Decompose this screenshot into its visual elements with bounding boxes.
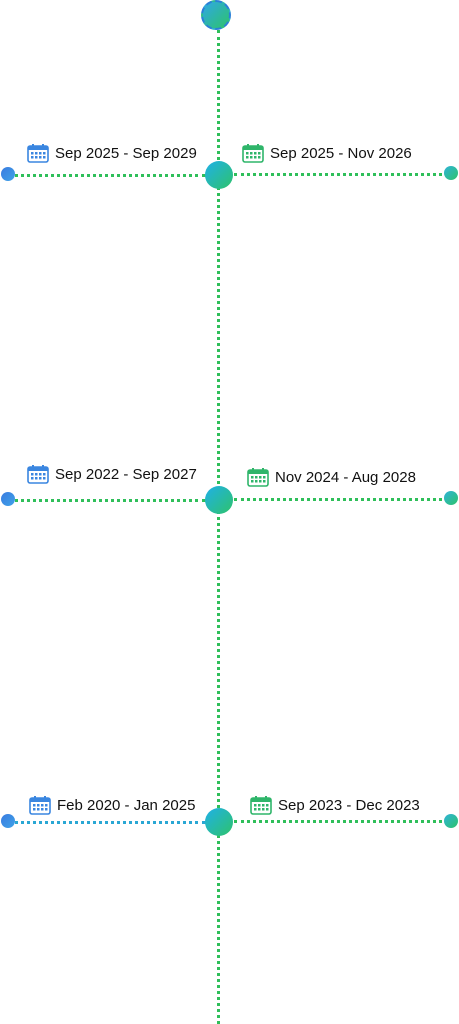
right-date-label: Nov 2024 - Aug 2028 [247, 467, 416, 487]
right-date-label: Sep 2023 - Dec 2023 [250, 795, 420, 815]
calendar-icon [250, 796, 272, 815]
left-connector-line [8, 174, 206, 177]
timeline-node[interactable] [205, 808, 233, 836]
timeline-start-node[interactable] [201, 0, 231, 30]
left-connector-line [8, 499, 206, 502]
left-end-dot[interactable] [1, 167, 15, 181]
right-connector-line [234, 498, 448, 501]
calendar-icon [29, 796, 51, 815]
right-date-label: Sep 2025 - Nov 2026 [242, 143, 412, 163]
left-connector-line [8, 821, 206, 824]
calendar-icon [27, 465, 49, 484]
right-connector-line [234, 820, 448, 823]
right-end-dot[interactable] [444, 166, 458, 180]
left-date-label: Sep 2022 - Sep 2027 [27, 464, 197, 484]
date-range-text: Sep 2022 - Sep 2027 [55, 465, 197, 483]
date-range-text: Sep 2025 - Sep 2029 [55, 144, 197, 162]
date-range-text: Feb 2020 - Jan 2025 [57, 796, 196, 814]
date-range-text: Sep 2023 - Dec 2023 [278, 796, 420, 814]
date-range-text: Nov 2024 - Aug 2028 [275, 468, 416, 486]
timeline-vertical-line [217, 30, 220, 1024]
calendar-icon [247, 468, 269, 487]
right-connector-line [234, 173, 448, 176]
left-end-dot[interactable] [1, 492, 15, 506]
date-range-text: Sep 2025 - Nov 2026 [270, 144, 412, 162]
timeline-node[interactable] [205, 161, 233, 189]
left-end-dot[interactable] [1, 814, 15, 828]
calendar-icon [27, 144, 49, 163]
left-date-label: Sep 2025 - Sep 2029 [27, 143, 197, 163]
right-end-dot[interactable] [444, 814, 458, 828]
calendar-icon [242, 144, 264, 163]
timeline-node[interactable] [205, 486, 233, 514]
left-date-label: Feb 2020 - Jan 2025 [29, 795, 195, 815]
right-end-dot[interactable] [444, 491, 458, 505]
